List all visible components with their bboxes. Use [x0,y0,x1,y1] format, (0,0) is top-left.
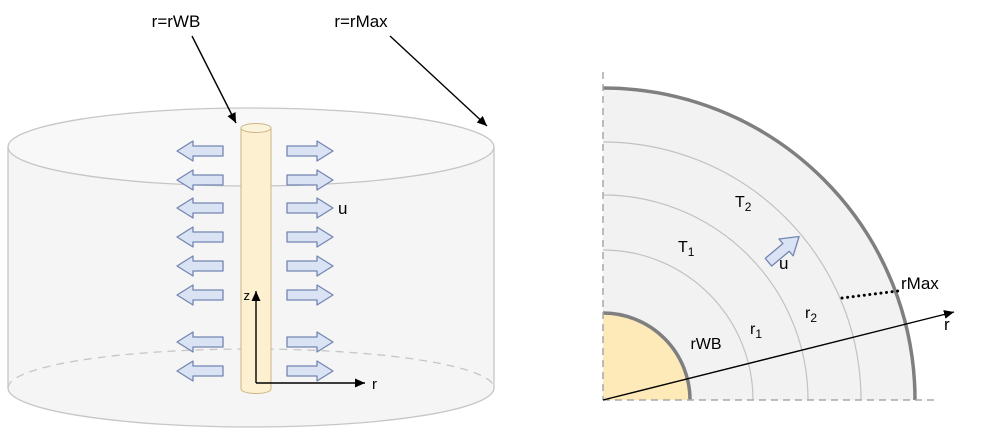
left-3d-cylinder-diagram: z r r=rWB r=rMax u [7,12,495,428]
z-axis-label: z [244,288,251,303]
continuation-dots-icon [840,289,900,300]
r-axis-label: r [372,376,377,393]
radial-axis-arrow-icon [602,310,955,401]
u-flow-arrow-icon [764,235,800,267]
rwb-pointer-arrow-icon [191,35,237,124]
wellbore-boundary-arc [602,311,692,401]
cylinder-bottom-front-edge [7,387,495,428]
label-r-equals-rmax: r=rMax [334,12,388,31]
grid-arc-r1 [602,249,754,401]
radial-axis-label: r [944,315,950,334]
label-rmax: rMax [901,274,939,293]
wellbore-rod-top [240,123,272,133]
label-t2: T2 [735,194,752,214]
reservoir-region [603,88,915,400]
velocity-u-label: u [779,254,788,273]
grid-arc-r3 [602,141,862,401]
label-r1: r1 [750,321,762,341]
velocity-u-label: u [338,199,347,218]
wellbore-rod [240,127,272,394]
wellbore-region [603,313,690,400]
label-r-equals-rwb: r=rWB [152,12,201,31]
label-r2: r2 [805,305,817,325]
cylinder-bottom-back-edge [7,348,495,389]
grid-arc-r2 [602,194,809,401]
label-t1: T1 [678,239,695,259]
outer-boundary-arc [602,86,917,401]
label-rwb: rWB [690,336,721,353]
right-plan-view-diagram: T1 T2 rWB r1 r2 rMax r u [602,72,955,401]
rmax-pointer-arrow-icon [389,35,488,127]
